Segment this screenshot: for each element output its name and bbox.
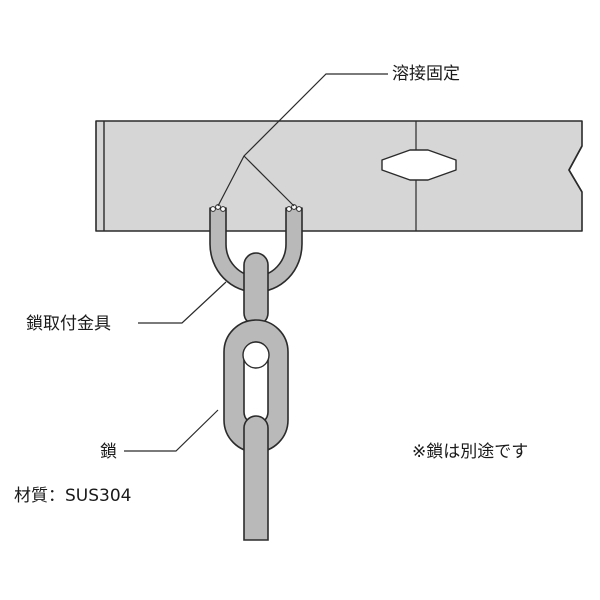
label-chain: 鎖 <box>100 442 117 462</box>
leader-lines <box>124 73 388 452</box>
label-weld: 溶接固定 <box>392 64 460 84</box>
leader-weld <box>217 73 388 207</box>
weld-bead-right <box>286 204 302 212</box>
steel-plate <box>95 120 583 232</box>
u-fitting <box>209 204 303 293</box>
chain <box>223 252 289 541</box>
plate-slot-icon <box>381 149 457 181</box>
chain-link-bottom <box>243 415 269 541</box>
leader-weld-right <box>243 155 295 207</box>
label-chain-fitting: 鎖取付金具 <box>26 314 111 334</box>
label-material: 材質：SUS304 <box>14 486 132 506</box>
chain-link-upper <box>243 252 269 326</box>
weld-bead-left <box>210 204 226 212</box>
leader-fitting <box>138 281 227 324</box>
leader-chain <box>124 409 219 452</box>
label-note: ※鎖は別途です <box>412 442 529 462</box>
chain-link-hole <box>242 341 270 369</box>
